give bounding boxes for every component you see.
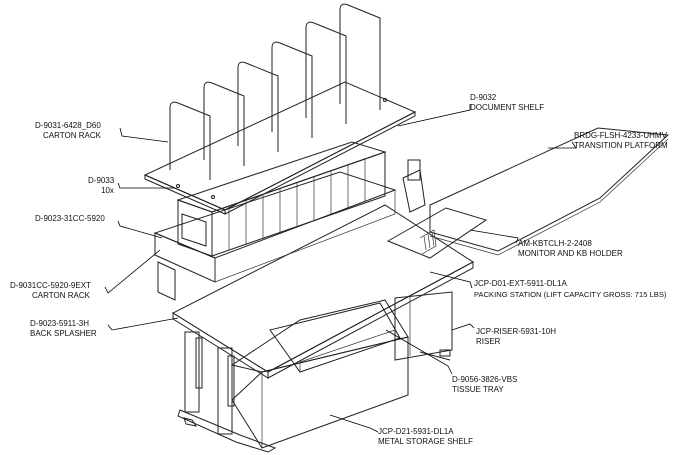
storage-shelf-part-no: JCP-D21-5931-DL1A bbox=[378, 427, 454, 436]
storage-shelf-desc: METAL STORAGE SHELF bbox=[378, 437, 473, 446]
riser-part-no: JCP-RISER-5931-10H bbox=[476, 327, 556, 336]
divider-desc: 10x bbox=[101, 186, 114, 195]
transition-platform-desc: TRANSITION PLATFORM bbox=[574, 141, 668, 150]
leader-lines bbox=[104, 104, 577, 433]
divider-part-no: D-9033 bbox=[88, 176, 115, 185]
monitor-kb-holder-part bbox=[386, 159, 488, 259]
tissue-tray-part-no: D-9056-3826-VBS bbox=[452, 375, 517, 384]
riser-part bbox=[394, 291, 453, 361]
packing-station-part bbox=[171, 204, 474, 379]
back-splasher-part bbox=[153, 171, 397, 301]
monitor-holder-desc: MONITOR AND KB HOLDER bbox=[518, 249, 623, 258]
document-shelf-part-no: D-9032 bbox=[470, 93, 497, 102]
carton-rack-wires bbox=[169, 3, 381, 180]
metal-storage-shelf-part bbox=[230, 299, 409, 449]
transition-platform-part-no: BRDG-FLSH-4233-UHMV bbox=[574, 131, 668, 140]
bin-dividers bbox=[228, 158, 366, 250]
monitor-holder-part-no: AM-KBTCLH-2-2408 bbox=[518, 239, 592, 248]
tissue-tray-part bbox=[269, 302, 401, 373]
bin-shelf-part-no: D-9023-31CC-5920 bbox=[35, 214, 105, 223]
keyboard-tray bbox=[386, 207, 488, 259]
carton-rack-lower-desc: CARTON RACK bbox=[32, 291, 91, 300]
lift-columns bbox=[177, 331, 277, 453]
tissue-tray-body bbox=[269, 302, 401, 373]
tissue-tray-desc: TISSUE TRAY bbox=[452, 385, 504, 394]
packing-station-part-no: JCP-D01-EXT-5911-DL1A bbox=[474, 279, 567, 288]
carton-rack-lower-part-no: D-9031CC-5920-9EXT bbox=[10, 281, 91, 290]
riser-desc: RISER bbox=[476, 337, 501, 346]
bin-shelf-part bbox=[176, 141, 387, 257]
carton-rack-top-desc: CARTON RACK bbox=[43, 131, 102, 140]
monitor-arm bbox=[402, 169, 426, 213]
document-shelf-desc: DOCUMENT SHELF bbox=[470, 103, 544, 112]
back-splasher-desc: BACK SPLASHER bbox=[30, 329, 97, 338]
callout-labels: D-9032 DOCUMENT SHELF D-9031-6428_D60 CA… bbox=[10, 93, 668, 446]
carton-rack-top-part-no: D-9031-6428_D60 bbox=[35, 121, 101, 130]
back-splasher-part-no: D-9023-5911-3H bbox=[30, 319, 89, 328]
bench-top-edge bbox=[172, 312, 269, 379]
packing-station-desc: PACKING STATION (LIFT CAPACITY GROSS: 71… bbox=[474, 290, 667, 299]
